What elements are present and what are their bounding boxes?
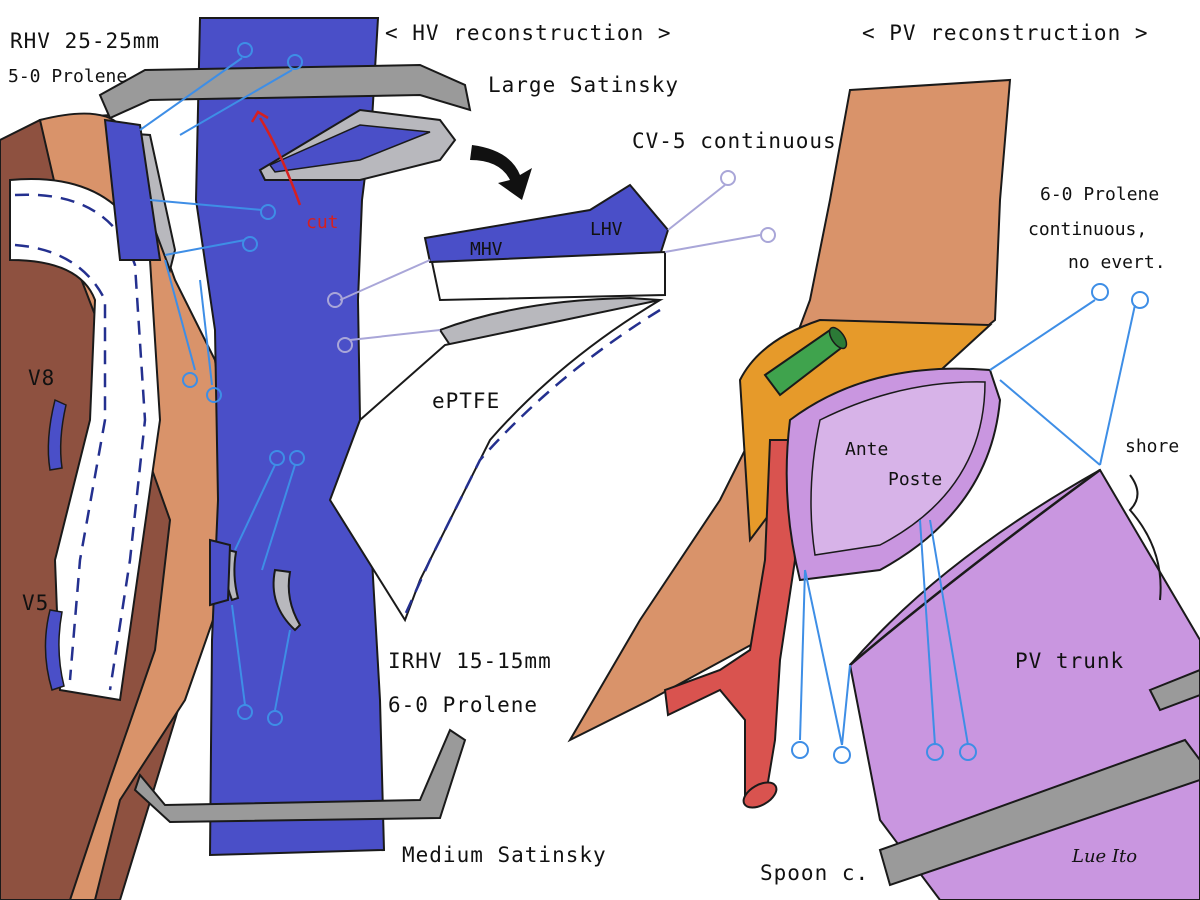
v8-ostium: [47, 398, 67, 471]
liver-side-graft-channel: [9, 178, 162, 702]
v5-label: V5: [22, 591, 49, 615]
mhv-lhv-opening: [423, 183, 670, 264]
eptfe-label: ePTFE: [432, 389, 500, 413]
irhv-label: IRHV 15-15mm: [388, 649, 552, 673]
posterior-wall-label: Poste: [888, 469, 942, 490]
liver-cut-surface: [38, 112, 232, 900]
spoon-clamp-upper: [1148, 668, 1200, 712]
v5-ostium: [44, 609, 65, 691]
shore-label: shore: [1125, 436, 1179, 457]
cut-label: cut: [306, 212, 339, 233]
pv-suture-label-3: no evert.: [1068, 252, 1166, 273]
black-transfer-arrow-icon: [470, 145, 532, 200]
irhv-ostium-lower: [272, 568, 302, 632]
eptfe-graft-dashes: [403, 308, 661, 616]
rhv-suture-lines: [139, 42, 303, 403]
spoon-clamp-label: Spoon c.: [760, 861, 869, 885]
hepatic-artery: [663, 439, 797, 801]
cut-arrow: [258, 117, 302, 206]
pv-trunk-top-edge: [849, 468, 1101, 666]
anterior-wall-label: Ante: [845, 439, 888, 460]
irhv-stub: [209, 538, 232, 607]
irhv-suture-lines: [231, 450, 305, 726]
dashed-suture-line-liver: [14, 193, 147, 691]
rhv-label: RHV 25-25mm: [10, 29, 160, 53]
v8-label: V8: [28, 366, 55, 390]
large-clamp-label: Large Satinsky: [488, 73, 679, 97]
pv-heading: < PV reconstruction >: [862, 21, 1149, 45]
cut-arrow-head-icon: [250, 110, 269, 123]
pv-suture-label-2: continuous,: [1028, 219, 1147, 240]
medium-clamp-label: Medium Satinsky: [402, 843, 607, 867]
dashed-suture-line-liver-inner: [14, 243, 107, 681]
artery-end-opening: [742, 781, 778, 809]
pv-trunk-label: PV trunk: [1015, 649, 1124, 673]
hv-stump-inner: [268, 124, 431, 173]
pv-suture-lines: [791, 283, 1149, 764]
rhv-suture-label: 5-0 Prolene: [8, 66, 127, 87]
medium-satinsky-clamp: [133, 728, 467, 824]
irhv-suture-label: 6-0 Prolene: [388, 693, 538, 717]
large-satinsky-clamp: [98, 63, 472, 120]
hv-heading: < HV reconstruction >: [385, 21, 672, 45]
graft-suture-lines: [327, 170, 776, 353]
lhv-label: LHV: [590, 219, 623, 240]
shore-bracket: [1128, 474, 1162, 601]
pv-opening-inner: [810, 381, 986, 556]
eptfe-graft-tube: [328, 299, 661, 623]
mhv-lhv-back-wall: [430, 250, 666, 302]
pv-suture-label-1: 6-0 Prolene: [1040, 184, 1159, 205]
mhv-label: MHV: [470, 239, 503, 260]
green-stent-opening: [828, 326, 848, 350]
spoon-clamp: [878, 738, 1200, 887]
artist-signature: Lue Ito: [1071, 846, 1137, 867]
rhv-stump: [103, 118, 162, 261]
graft-suture-label: CV-5 continuous: [632, 129, 837, 153]
